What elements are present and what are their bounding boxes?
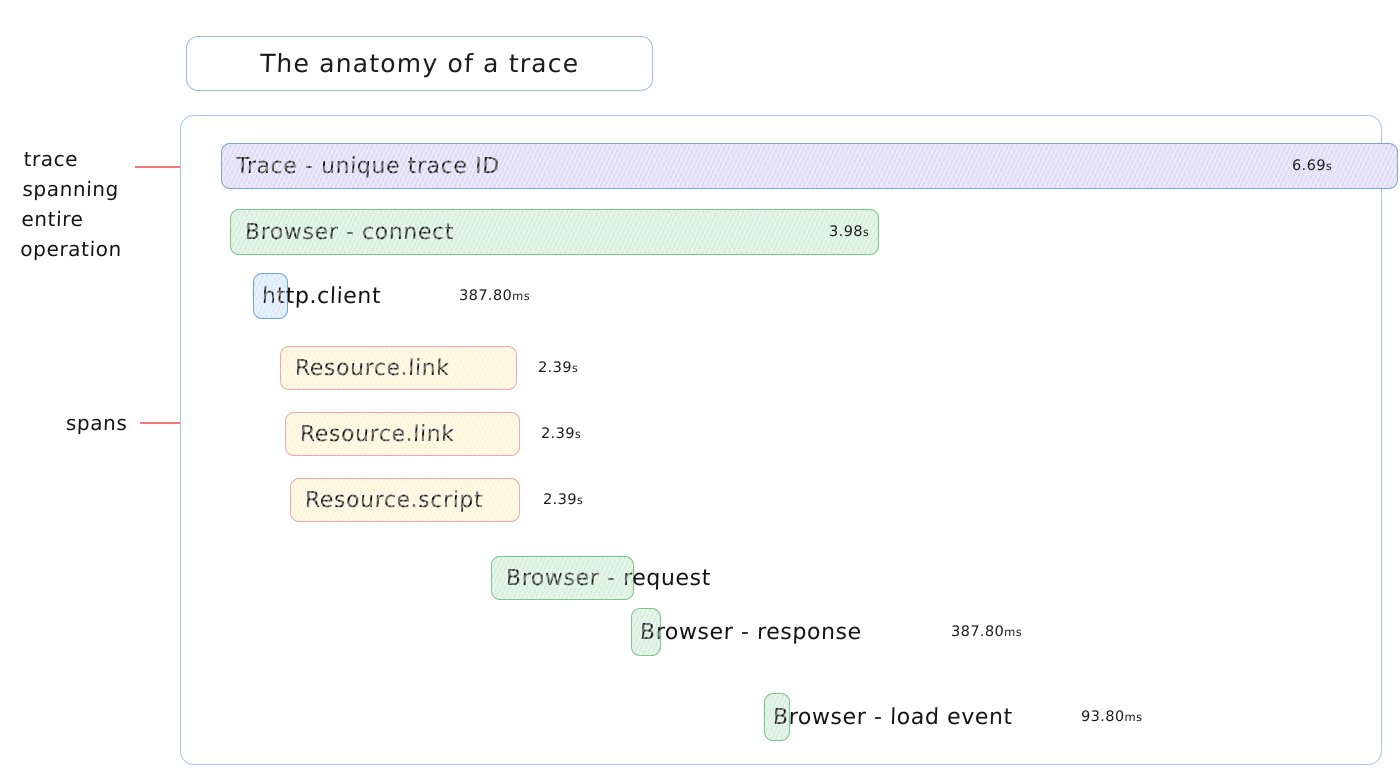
span-bar-browser-connect[interactable]: Browser - connect <box>230 209 879 255</box>
spans-annotation-leader-line <box>140 422 213 424</box>
span-bar-trace-root[interactable]: Trace - unique trace ID <box>221 143 1398 189</box>
trace-annotation-label: trace spanning entire operation <box>20 147 123 261</box>
span-bar-browser-response[interactable]: Browser - response <box>631 608 862 656</box>
span-duration-browser-load-event: 93.80ms <box>1080 709 1143 725</box>
span-label-resource-link-1: Resource.link <box>294 355 451 381</box>
span-label-resource-script: Resource.script <box>304 487 484 513</box>
page-title: The anatomy of a trace <box>259 49 580 78</box>
span-label-browser-response: Browser - response <box>639 619 863 645</box>
span-duration-resource-link-2: 2.39s <box>540 426 582 442</box>
span-label-browser-load-event: Browser - load event <box>772 704 1014 730</box>
span-label-browser-connect: Browser - connect <box>244 219 455 245</box>
spans-annotation-label: spans <box>65 411 128 435</box>
trace-annotation-leader-line <box>135 166 213 168</box>
span-duration-http-client: 387.80ms <box>458 288 531 304</box>
span-duration-browser-connect: 3.98s <box>828 224 870 240</box>
span-label-http-client: http.client <box>261 283 382 309</box>
diagram-title-box: The anatomy of a trace <box>186 36 653 91</box>
span-label-resource-link-2: Resource.link <box>299 421 456 447</box>
span-label-browser-request: Browser - request <box>505 565 712 591</box>
span-bar-resource-link-1[interactable]: Resource.link <box>280 346 517 390</box>
span-duration-browser-response: 387.80ms <box>950 624 1023 640</box>
trace-waterfall-container: Trace - unique trace ID 6.69s Browser - … <box>180 115 1398 765</box>
span-bar-browser-load-event[interactable]: Browser - load event <box>764 693 1013 741</box>
span-duration-trace-root: 6.69s <box>1291 158 1333 174</box>
span-label-trace-root: Trace - unique trace ID <box>235 153 501 179</box>
span-duration-resource-script: 2.39s <box>542 492 584 508</box>
span-bar-browser-request[interactable]: Browser - request <box>491 556 711 600</box>
span-bar-resource-script[interactable]: Resource.script <box>290 478 520 522</box>
span-duration-resource-link-1: 2.39s <box>537 360 579 376</box>
span-bar-http-client[interactable]: http.client <box>253 273 382 319</box>
span-bar-resource-link-2[interactable]: Resource.link <box>285 412 520 456</box>
